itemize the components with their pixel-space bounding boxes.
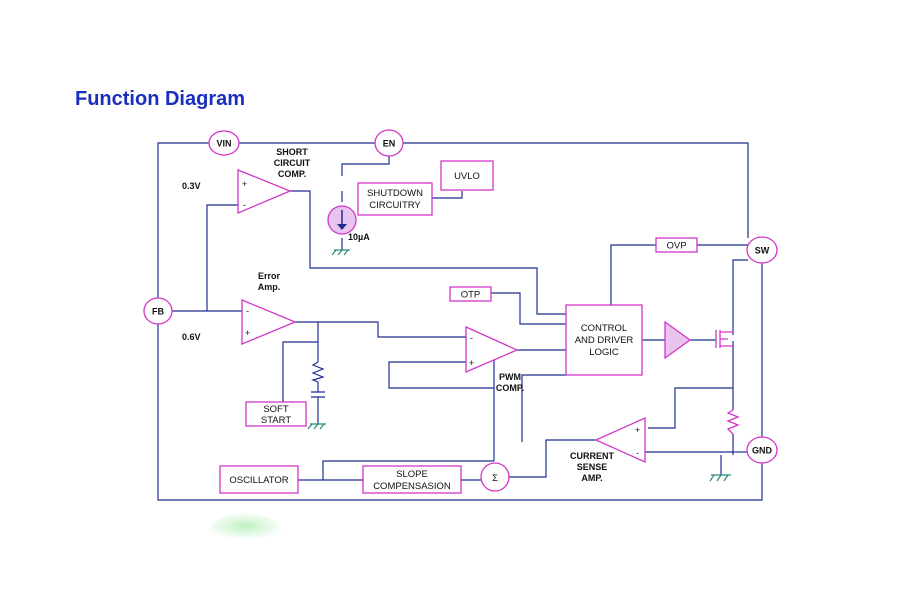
voltage-0.6v-label: 0.6V — [182, 332, 201, 342]
soft-start-block: SOFT START — [245, 401, 307, 427]
svg-text:PWM: PWM — [499, 372, 521, 382]
svg-text:OTP: OTP — [461, 290, 481, 301]
error-amp-label: Error Amp. — [258, 271, 281, 292]
slope-compensation-block: SLOPE COMPENSASION — [362, 465, 462, 494]
mosfet-switch-icon — [715, 330, 733, 348]
pin-fb: FB — [143, 297, 173, 325]
pin-en: EN — [374, 129, 404, 157]
pin-sw: SW — [746, 236, 778, 264]
decorative-glow — [205, 512, 285, 540]
voltage-0.3v-label: 0.3V — [182, 181, 201, 191]
pwm-comp-label: PWM COMP. — [496, 372, 524, 393]
svg-text:-: - — [243, 200, 246, 210]
svg-text:-: - — [246, 306, 249, 316]
ovp-block: OVP — [655, 237, 698, 253]
svg-text:Σ: Σ — [492, 473, 498, 484]
short-circuit-label: SHORT CIRCUIT COMP. — [274, 147, 311, 179]
svg-text:SW: SW — [755, 246, 770, 256]
svg-text:AND DRIVER: AND DRIVER — [575, 335, 634, 346]
svg-text:GND: GND — [752, 446, 773, 456]
current-source-icon — [327, 205, 357, 235]
diagram-title: Function Diagram — [75, 88, 246, 110]
svg-text:SHUTDOWN: SHUTDOWN — [367, 188, 423, 199]
svg-text:COMP.: COMP. — [496, 383, 524, 393]
pwm-comparator: - + — [465, 325, 519, 373]
error-amplifier: - + — [241, 299, 297, 345]
sense-resistor — [726, 409, 740, 435]
svg-text:+: + — [469, 358, 474, 368]
control-driver-logic-block: CONTROL AND DRIVER LOGIC — [565, 304, 643, 376]
svg-text:-: - — [470, 333, 473, 343]
svg-text:+: + — [635, 425, 640, 435]
pin-gnd: GND — [746, 436, 778, 464]
svg-text:SENSE: SENSE — [577, 462, 608, 472]
oscillator-block: OSCILLATOR — [219, 465, 299, 494]
ground-symbols — [307, 249, 731, 482]
svg-text:START: START — [261, 415, 291, 426]
svg-text:EN: EN — [383, 139, 396, 149]
svg-text:LOGIC: LOGIC — [589, 347, 619, 358]
passive-components — [311, 361, 740, 435]
svg-text:OSCILLATOR: OSCILLATOR — [229, 475, 288, 486]
wires — [157, 142, 763, 501]
svg-text:SOFT: SOFT — [263, 404, 289, 415]
svg-text:CIRCUITRY: CIRCUITRY — [369, 200, 421, 211]
otp-block: OTP — [449, 286, 492, 302]
svg-text:COMP.: COMP. — [278, 169, 306, 179]
shutdown-circuitry-block: SHUTDOWN CIRCUITRY — [357, 182, 433, 216]
svg-text:CURRENT: CURRENT — [570, 451, 615, 461]
svg-text:CIRCUIT: CIRCUIT — [274, 158, 311, 168]
svg-text:AMP.: AMP. — [581, 473, 602, 483]
svg-text:COMPENSASION: COMPENSASION — [373, 481, 451, 492]
current-sense-amplifier: + - — [594, 416, 646, 464]
summing-node: Σ — [480, 462, 510, 492]
driver-buffer — [664, 320, 692, 360]
svg-text:SHORT: SHORT — [276, 147, 308, 157]
soft-start-resistor — [311, 361, 325, 383]
svg-text:SLOPE: SLOPE — [396, 469, 428, 480]
svg-text:FB: FB — [152, 307, 164, 317]
current-10ua-label: 10µA — [348, 232, 370, 242]
svg-text:UVLO: UVLO — [454, 171, 480, 182]
svg-text:+: + — [245, 328, 250, 338]
svg-text:-: - — [636, 448, 639, 458]
svg-text:Amp.: Amp. — [258, 282, 281, 292]
svg-text:Error: Error — [258, 271, 281, 281]
svg-text:OVP: OVP — [666, 241, 686, 252]
svg-text:CONTROL: CONTROL — [581, 323, 627, 334]
uvlo-block: UVLO — [440, 160, 494, 191]
short-circuit-comparator: + - — [237, 169, 292, 214]
pin-vin: VIN — [208, 130, 240, 156]
current-sense-label: CURRENT SENSE AMP. — [570, 451, 615, 483]
svg-text:VIN: VIN — [216, 139, 231, 149]
svg-text:+: + — [242, 179, 247, 189]
soft-start-capacitor — [311, 391, 325, 398]
